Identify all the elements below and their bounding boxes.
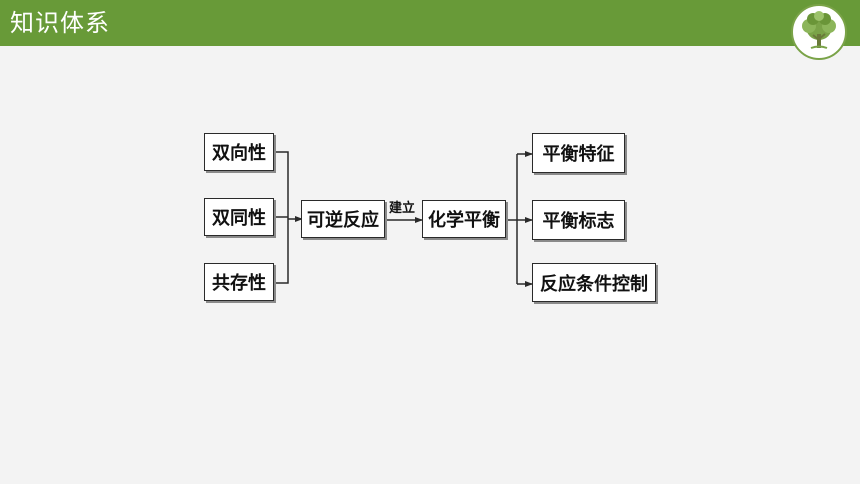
node-shuangxiang: 双向性 [204, 133, 274, 171]
node-shuangtong: 双同性 [204, 198, 274, 236]
edge-label-establish: 建立 [389, 201, 416, 216]
tree-logo-icon [791, 4, 847, 60]
node-huaxue: 化学平衡 [422, 200, 506, 238]
section-title: 知识体系 [10, 9, 110, 37]
title-bar: 知识体系 [0, 0, 860, 46]
node-gongcun: 共存性 [204, 263, 274, 301]
node-tezheng: 平衡特征 [532, 133, 625, 173]
node-keni: 可逆反应 [301, 200, 385, 238]
node-kongzhi: 反应条件控制 [532, 263, 656, 302]
node-biaozhi: 平衡标志 [532, 200, 625, 240]
